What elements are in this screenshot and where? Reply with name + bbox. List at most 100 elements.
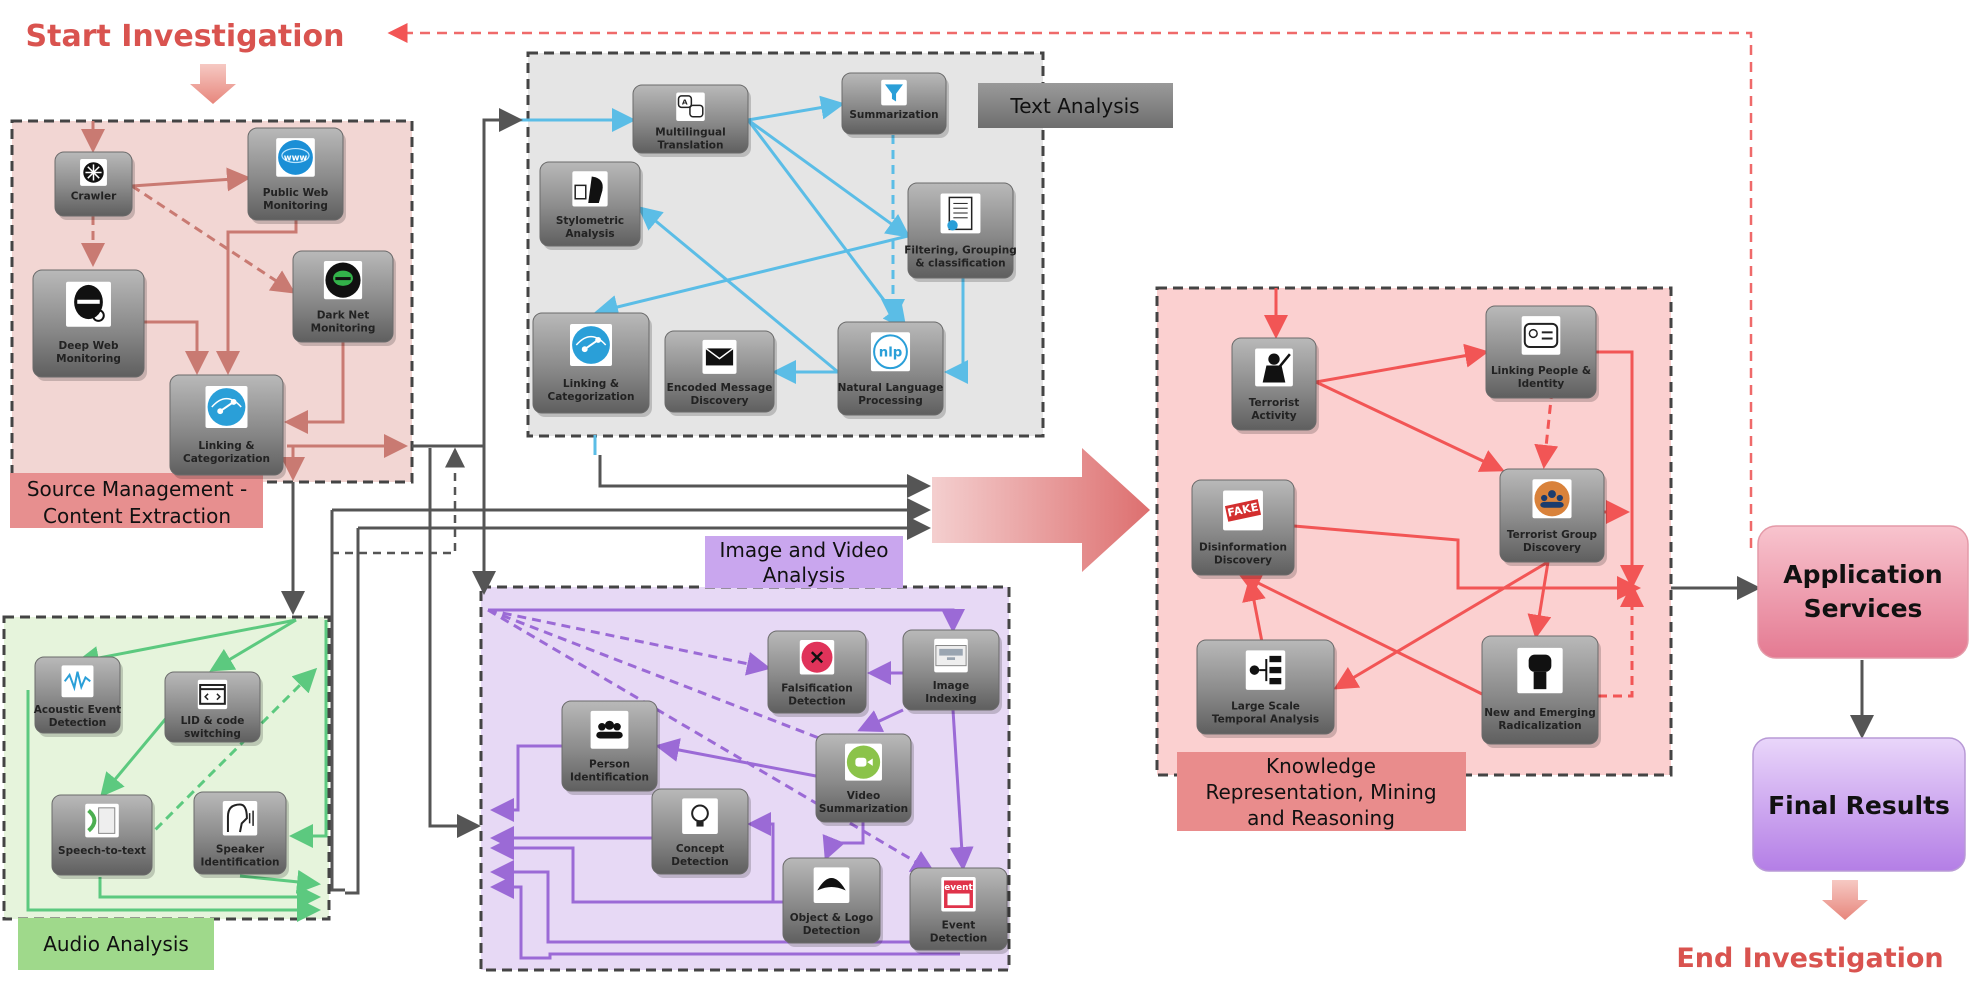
svg-text:Content Extraction: Content Extraction [43, 504, 231, 528]
node-label-line2: Identification [200, 857, 279, 869]
video-camera-icon [845, 743, 882, 781]
nlp-icon: nlp [870, 332, 911, 372]
audio-connectors [26, 618, 328, 922]
node-label-line1: Falsification [781, 683, 853, 695]
text-region-label: Text Analysis [978, 83, 1173, 128]
node-label-line2: Monitoring [56, 353, 121, 365]
node-label-line2: Processing [858, 395, 923, 407]
node-label-line1: Stylometric [556, 215, 624, 227]
people-icon [590, 710, 629, 749]
node-summarization[interactable]: Summarization [841, 72, 949, 138]
armed-figure-icon [1255, 348, 1293, 387]
svg-text:and Reasoning: and Reasoning [1247, 806, 1395, 830]
knowledge-connectors [1237, 288, 1644, 698]
node-label-line2: Detection [788, 696, 846, 708]
big-transition-arrow [932, 448, 1150, 572]
application-services-line2: Services [1804, 594, 1923, 623]
node-label-line1: Image [933, 680, 970, 692]
node-label-line2: Temporal Analysis [1212, 714, 1319, 726]
node-crawler[interactable]: Crawler [54, 151, 135, 220]
network-icon [570, 324, 612, 366]
x-circle-icon [799, 640, 835, 675]
node-label-line2: Detection [49, 717, 107, 729]
lightbulb-icon [682, 798, 718, 835]
node-label-line2: & classification [915, 257, 1005, 269]
node-txt-linking[interactable]: Linking &Categorization [532, 312, 652, 417]
start-down-arrow [190, 64, 236, 104]
svg-text:Analysis: Analysis [763, 563, 845, 587]
translate-icon: A [676, 92, 705, 122]
node-label-line1: Large Scale [1231, 701, 1300, 713]
svg-text:FAKE: FAKE [1226, 500, 1259, 519]
audio-region-label: Audio Analysis [18, 918, 214, 970]
node-label-line2: Indexing [925, 693, 976, 705]
node-label-line1: Acoustic Event [34, 704, 121, 716]
node-filtering[interactable]: Filtering, Grouping& classification [904, 182, 1017, 282]
final-results-label: Final Results [1768, 791, 1950, 820]
image-connectors [487, 608, 974, 960]
node-speech-text[interactable]: Speech-to-text [51, 794, 155, 879]
node-src-linking[interactable]: Linking &Categorization [169, 374, 286, 479]
raised-fist-icon [1517, 647, 1563, 694]
node-label-line2: Discovery [1214, 554, 1272, 566]
svg-text:Text Analysis: Text Analysis [1009, 94, 1139, 118]
www-globe-icon: www [276, 138, 315, 177]
node-label-line1: Multilingual [655, 126, 726, 138]
node-linking-people[interactable]: Linking People &Identity [1485, 305, 1599, 402]
svg-text:Representation, Mining: Representation, Mining [1205, 780, 1436, 804]
knowledge-region-label: Knowledge Representation, Mining and Rea… [1177, 752, 1466, 831]
node-label-line1: Object & Logo [790, 912, 874, 924]
end-investigation-label: End Investigation [1676, 943, 1943, 974]
svg-text:A: A [682, 97, 688, 106]
node-label-line2: Monitoring [263, 200, 328, 212]
waveform-icon [61, 665, 94, 698]
node-label-line1: Summarization [849, 109, 938, 121]
node-label-line2: Identification [570, 772, 649, 784]
logo-emblem-icon [813, 867, 850, 904]
node-label-line1: Disinformation [1199, 541, 1287, 553]
node-label-line1: Linking People & [1491, 365, 1591, 377]
node-label-line1: Deep Web [59, 340, 119, 352]
node-label-line2: Radicalization [1498, 720, 1581, 732]
final-results-box[interactable]: Final Results [1752, 737, 1966, 872]
node-label-line1: Speech-to-text [58, 845, 146, 857]
node-label-line2: Categorization [183, 453, 270, 465]
svg-text:Source Management -: Source Management - [27, 477, 247, 501]
node-label-line1: Terrorist [1249, 397, 1300, 409]
node-label-line2: Categorization [548, 391, 635, 403]
document-icon [940, 193, 981, 234]
svg-text:event: event [944, 883, 973, 893]
node-label-line2: Monitoring [311, 322, 376, 334]
node-label-line2: Detection [803, 925, 861, 937]
source-region-label: Source Management - Content Extraction [10, 473, 263, 528]
code-window-icon [197, 679, 228, 710]
node-label-line2: Summarization [819, 803, 908, 815]
application-services-box[interactable]: Application Services [1757, 525, 1969, 659]
node-label-line2: Discovery [1523, 542, 1581, 554]
timeline-tree-icon [1245, 650, 1286, 690]
speech-doc-icon [85, 803, 119, 838]
